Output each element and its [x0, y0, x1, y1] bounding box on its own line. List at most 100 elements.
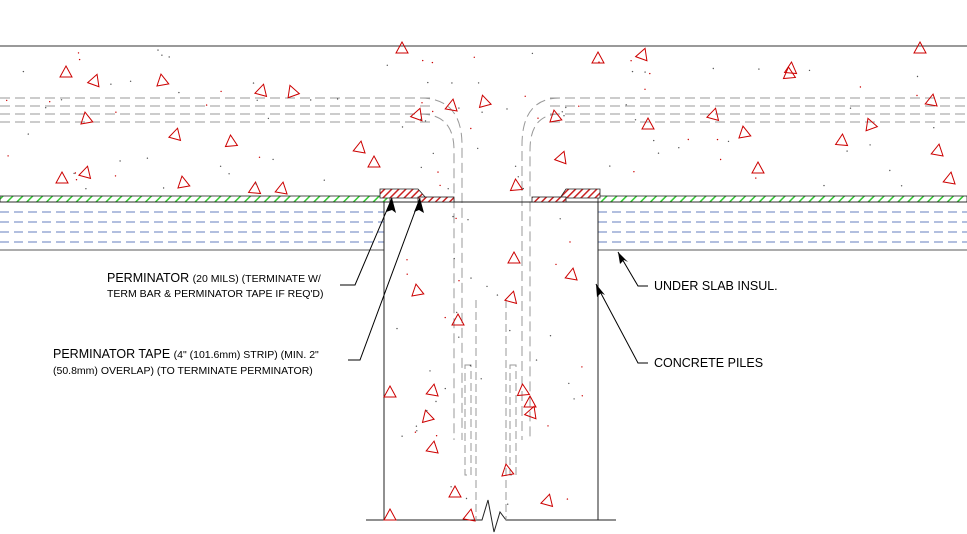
aggregate-dot	[678, 147, 680, 149]
aggregate-dot	[429, 370, 431, 372]
aggregate-dot	[439, 184, 441, 187]
aggregate-dot	[422, 59, 424, 62]
aggregate-dot	[396, 327, 398, 330]
aggregate-dot	[569, 241, 571, 243]
aggregate-dot	[432, 110, 434, 113]
aggregate-triangle	[924, 93, 938, 107]
aggregate-dot	[157, 49, 159, 51]
aggregate-dot	[470, 277, 472, 279]
perminator-label-line1: PERMINATOR (20 MILS) (TERMINATE W/	[107, 271, 321, 285]
aggregate-dot	[808, 69, 811, 72]
aggregate-dot	[426, 409, 428, 412]
aggregate-dot	[566, 498, 569, 500]
aggregate-dot	[933, 127, 935, 129]
aggregate-triangle	[425, 440, 439, 454]
aggregate-triangle	[367, 154, 381, 168]
concrete-piles-label: CONCRETE PILES	[654, 356, 763, 370]
aggregate-triangle	[55, 170, 69, 184]
aggregate-dot	[401, 435, 403, 437]
perminator-tape-label-line2: (50.8mm) OVERLAP) (TO TERMINATE PERMINAT…	[53, 365, 313, 377]
aggregate-dot	[60, 99, 63, 101]
aggregate-dot	[477, 82, 480, 84]
aggregate-dot	[687, 138, 689, 141]
aggregate-dot	[45, 107, 47, 109]
aggregate-dot	[406, 273, 408, 275]
aggregate-dot	[7, 155, 9, 157]
leader-concrete-piles	[595, 283, 648, 364]
leader-lines	[340, 197, 648, 364]
aggregate-triangle	[591, 50, 605, 64]
aggregate-dot	[644, 71, 646, 73]
aggregate-triangle	[509, 177, 524, 192]
aggregate-dot	[272, 158, 274, 161]
aggregate-dot	[727, 140, 730, 143]
aggregate-dot	[401, 126, 404, 128]
aggregate-triangle	[167, 127, 182, 142]
aggregate-dot	[565, 106, 567, 109]
arrowheads	[386, 198, 628, 297]
aggregate-dot	[432, 152, 434, 155]
aggregate-triangle	[553, 150, 567, 165]
aggregate-dot	[631, 70, 634, 73]
aggregate-dot	[458, 280, 460, 282]
aggregate-dot	[712, 67, 714, 70]
aggregate-triangle	[783, 60, 798, 75]
aggregate-dot	[849, 107, 852, 109]
aggregate-dot	[129, 80, 132, 83]
arrow-perminator-tape	[414, 198, 424, 213]
perminator-tape-left-ext	[417, 196, 455, 203]
aggregate-dot	[581, 366, 583, 368]
aggregate-triangle	[156, 73, 170, 87]
perminator-tape-label-line1: PERMINATOR TAPE (4" (101.6mm) STRIP) (MI…	[53, 347, 319, 361]
aggregate-triangle	[641, 116, 655, 130]
aggregate-triangle	[478, 94, 493, 109]
aggregate-triangle	[247, 180, 262, 195]
aggregate-dot	[85, 188, 87, 190]
aggregate-dot	[634, 119, 637, 121]
arrow-under-slab	[618, 252, 628, 264]
aggregate-dot	[310, 99, 312, 101]
aggregate-dot	[916, 75, 919, 78]
aggregate-dot	[256, 99, 258, 102]
aggregate-dot	[444, 316, 446, 319]
aggregate-dot	[486, 285, 488, 288]
aggregate-dot	[555, 263, 557, 266]
aggregate-dot	[633, 171, 635, 173]
aggregate-dot	[49, 101, 51, 103]
aggregate-triangle	[395, 40, 409, 54]
aggregate-dot	[467, 219, 469, 221]
aggregate-triangle	[425, 383, 439, 397]
aggregate-triangle	[448, 484, 462, 498]
concrete-pile	[366, 202, 616, 533]
aggregate-dot	[420, 118, 422, 121]
perminator-membrane-right	[597, 195, 967, 203]
aggregate-dot	[859, 86, 862, 88]
aggregate-triangle	[705, 107, 720, 122]
aggregate-dot	[573, 398, 575, 400]
aggregate-dot	[900, 185, 903, 187]
aggregate-dot	[451, 82, 453, 84]
aggregate-dot	[458, 107, 460, 109]
aggregate-triangle	[539, 493, 554, 508]
aggregate-dot	[535, 359, 538, 361]
aggregate-dot	[578, 105, 580, 107]
aggregate-dot	[653, 139, 655, 142]
aggregate-dot	[421, 102, 423, 104]
aggregate-triangle	[80, 111, 94, 125]
aggregate-dot	[630, 60, 632, 62]
aggregate-triangle	[409, 107, 423, 122]
aggregate-dot	[416, 430, 418, 432]
aggregate-triangle	[383, 384, 397, 398]
aggregate-dot	[465, 497, 468, 500]
aggregate-dot	[496, 294, 499, 296]
under-slab-insulation	[0, 201, 967, 251]
aggregate-dot	[531, 52, 534, 55]
aggregate-dot	[598, 61, 600, 63]
aggregate-dot	[452, 215, 454, 218]
slab-rebar	[0, 97, 967, 440]
pile-rebar	[464, 300, 517, 520]
aggregate-dot	[522, 187, 524, 190]
aggregate-dot	[563, 115, 565, 117]
aggregate-triangle	[634, 47, 648, 62]
